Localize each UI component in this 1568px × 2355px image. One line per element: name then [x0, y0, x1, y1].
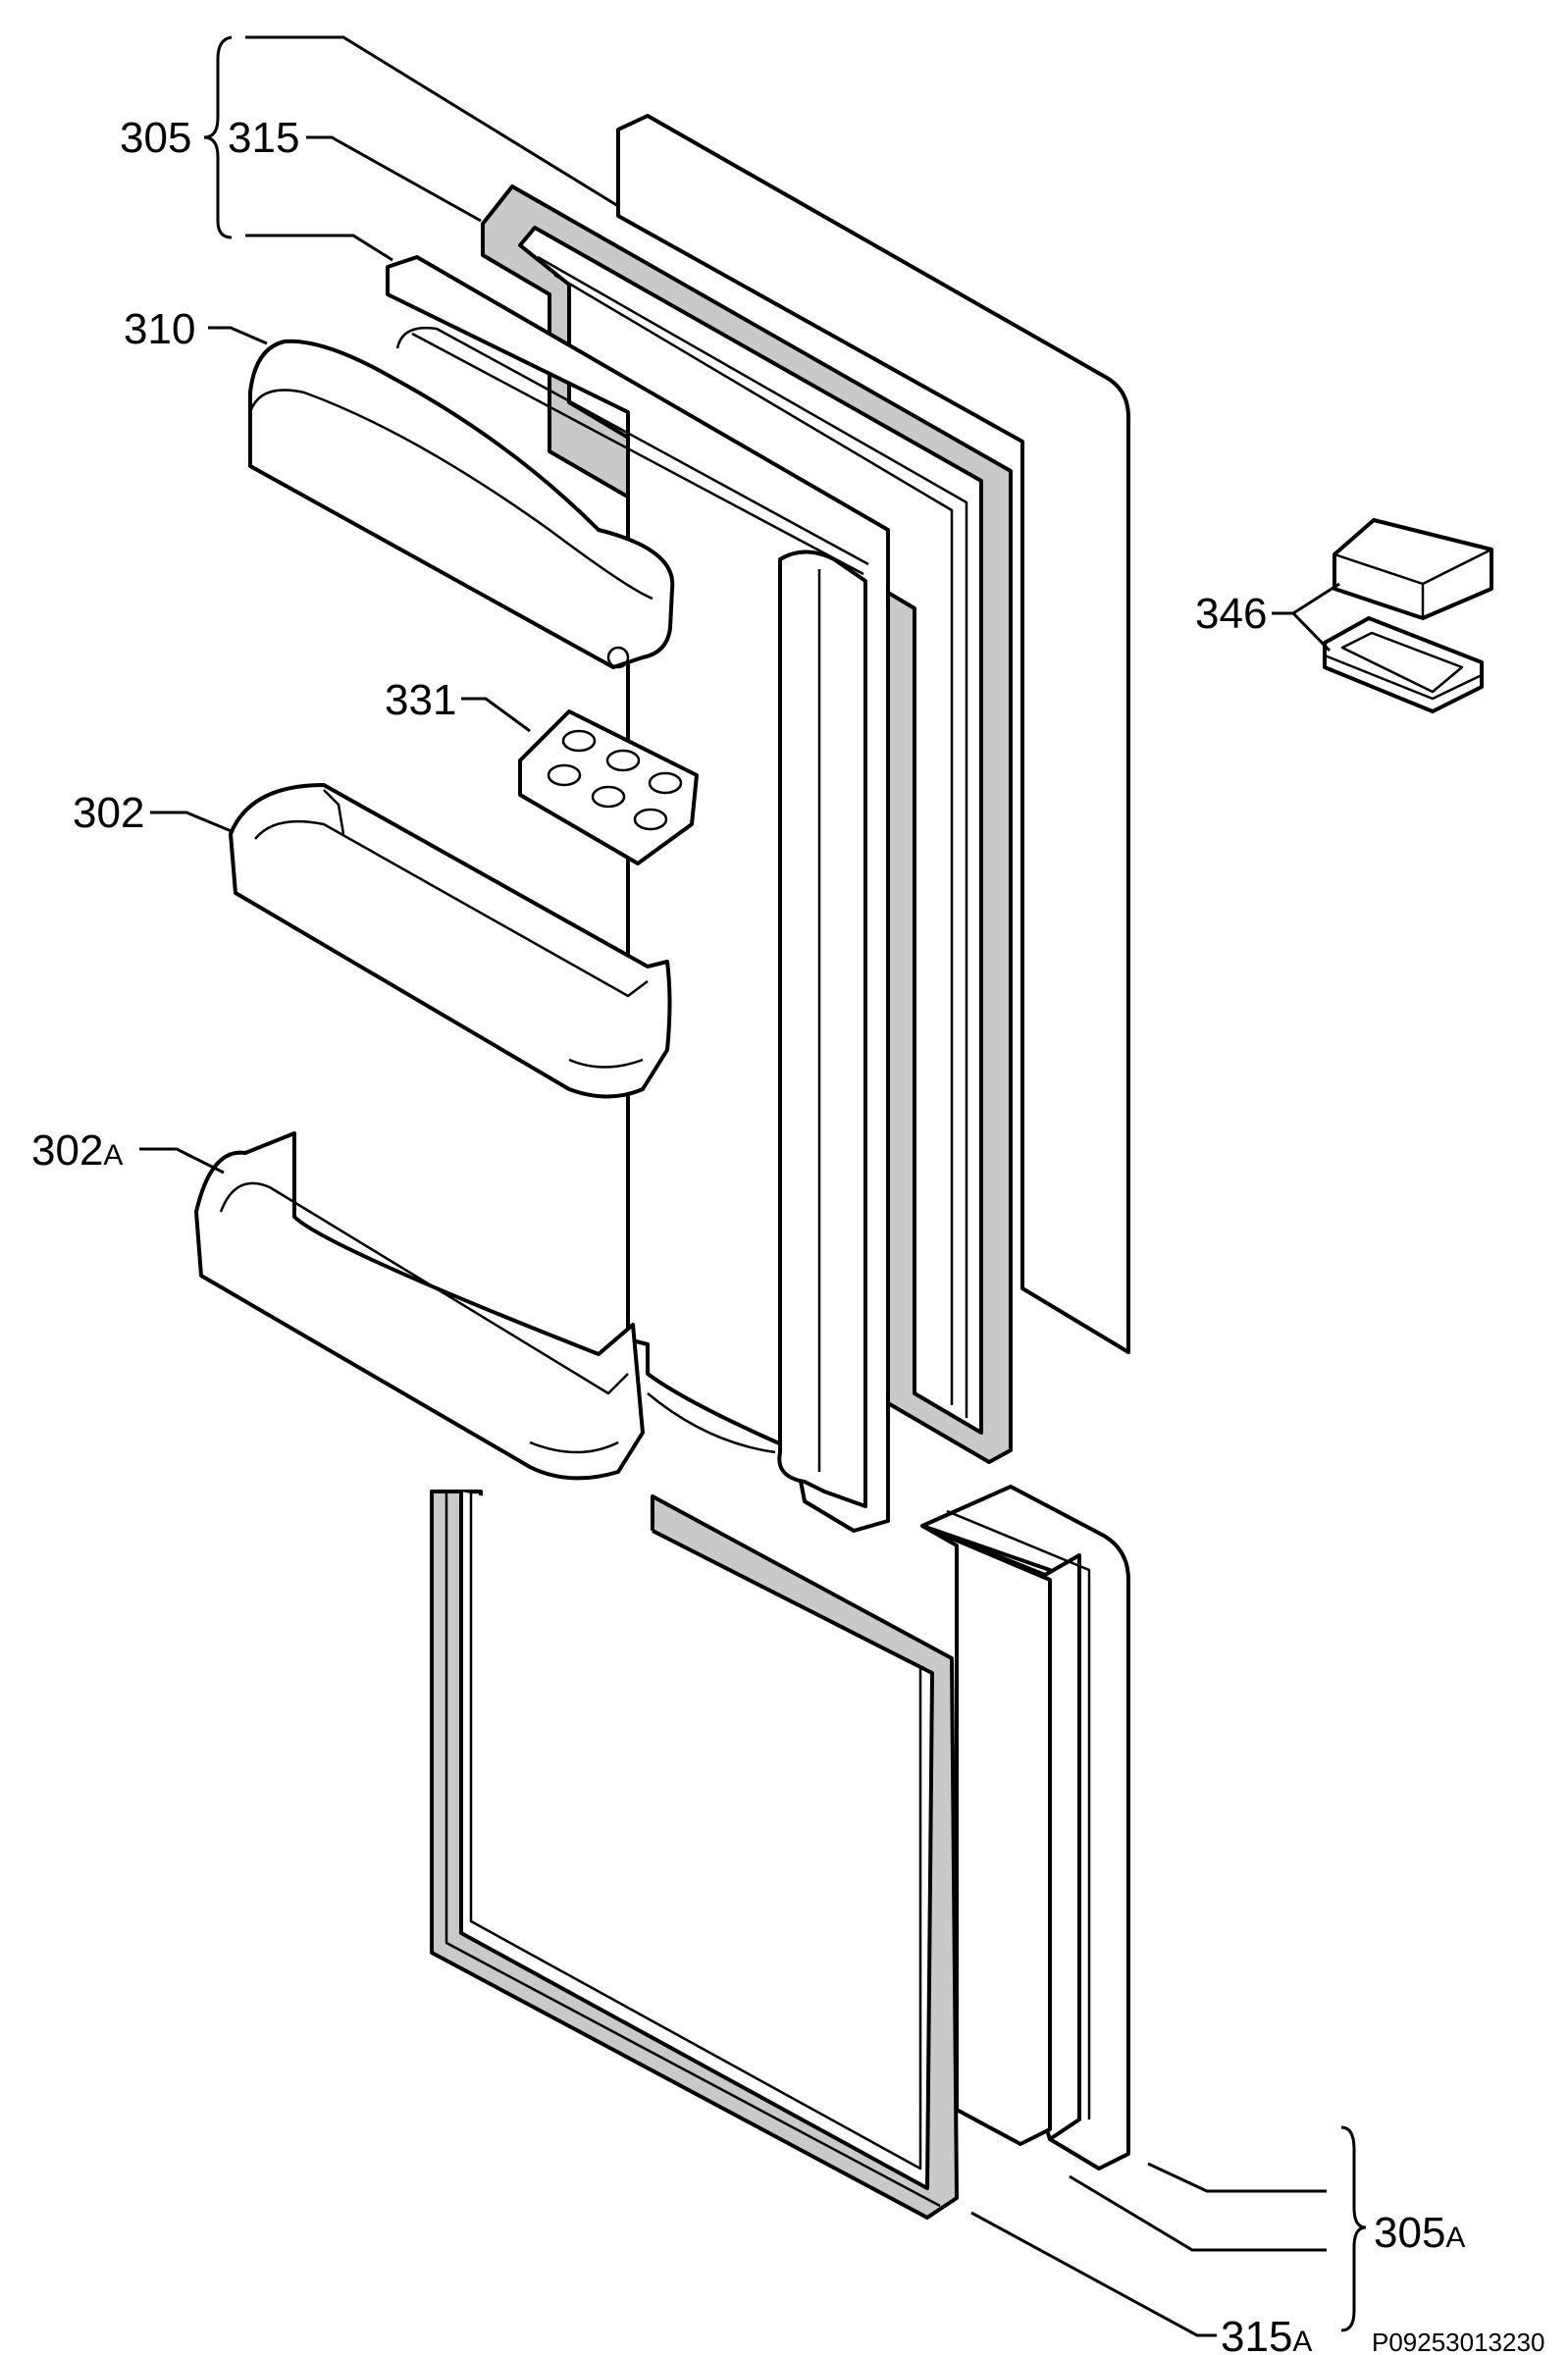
label-315a: 315A [1221, 2313, 1312, 2355]
inner-door-liner [386, 255, 890, 1533]
leader-lines [139, 35, 1367, 2337]
bracket-305 [203, 35, 233, 239]
part-346 [1323, 518, 1493, 713]
shelf-310 [248, 339, 675, 669]
diagram-code: P09253013230 [1372, 2328, 1544, 2355]
label-305a-suffix: A [1445, 2222, 1465, 2254]
upper-door-panel [616, 114, 1130, 1354]
label-310: 310 [124, 305, 195, 353]
label-331: 331 [385, 676, 456, 724]
label-302a: 302A [31, 1126, 123, 1175]
label-346: 346 [1195, 590, 1267, 638]
door-shelf-302 [229, 783, 672, 1099]
door-shelf-302a [194, 1131, 645, 1481]
label-315a-number: 315 [1221, 2313, 1292, 2355]
label-302a-suffix: A [103, 1139, 123, 1172]
label-315a-suffix: A [1292, 2326, 1312, 2355]
lower-door-gasket [430, 1490, 959, 2220]
label-302: 302 [73, 789, 144, 837]
bracket-305a [1340, 2125, 1367, 2332]
lower-door-panel [920, 1485, 1130, 2171]
egg-tray-331 [518, 709, 699, 865]
label-305a: 305A [1374, 2209, 1465, 2257]
label-305a-number: 305 [1374, 2209, 1445, 2257]
label-315: 315 [228, 114, 299, 162]
label-305: 305 [120, 114, 191, 162]
label-302a-number: 302 [31, 1126, 103, 1175]
part-labels: 305 315 310 331 302 302A 346 305A 315A [31, 114, 1465, 2355]
